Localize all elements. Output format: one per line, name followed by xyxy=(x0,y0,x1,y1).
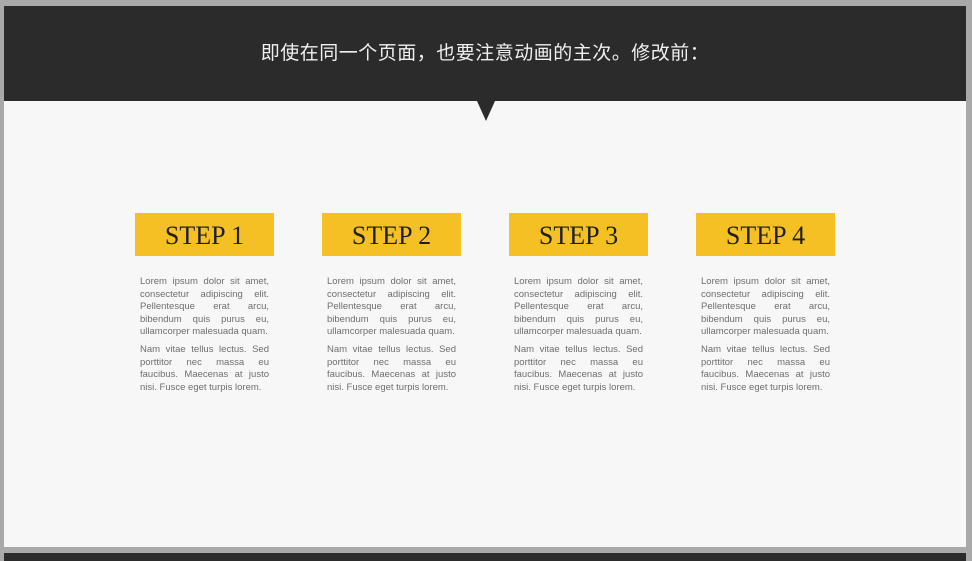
step-badge-1: STEP 1 xyxy=(135,213,274,256)
step-paragraph: Lorem ipsum dolor sit amet, consectetur … xyxy=(140,276,269,338)
step-paragraph: Lorem ipsum dolor sit amet, consectetur … xyxy=(327,276,456,338)
slide-canvas: 即使在同一个页面，也要注意动画的主次。修改前： STEP 1 Lorem ips… xyxy=(4,6,966,547)
step-description-4: Lorem ipsum dolor sit amet, consectetur … xyxy=(696,276,835,394)
step-paragraph: Lorem ipsum dolor sit amet, consectetur … xyxy=(701,276,830,338)
step-badge-4: STEP 4 xyxy=(696,213,835,256)
step-paragraph: Nam vitae tellus lectus. Sed porttitor n… xyxy=(701,343,830,393)
step-card-2: STEP 2 Lorem ipsum dolor sit amet, conse… xyxy=(322,213,461,399)
step-card-1: STEP 1 Lorem ipsum dolor sit amet, conse… xyxy=(135,213,274,399)
header-pointer-arrow xyxy=(477,101,495,121)
step-description-1: Lorem ipsum dolor sit amet, consectetur … xyxy=(135,276,274,394)
next-slide-edge xyxy=(4,553,966,561)
step-card-4: STEP 4 Lorem ipsum dolor sit amet, conse… xyxy=(696,213,835,399)
step-paragraph: Lorem ipsum dolor sit amet, consectetur … xyxy=(514,276,643,338)
step-badge-2: STEP 2 xyxy=(322,213,461,256)
step-paragraph: Nam vitae tellus lectus. Sed porttitor n… xyxy=(327,343,456,393)
header-banner: 即使在同一个页面，也要注意动画的主次。修改前： xyxy=(4,6,966,101)
step-paragraph: Nam vitae tellus lectus. Sed porttitor n… xyxy=(140,343,269,393)
step-description-3: Lorem ipsum dolor sit amet, consectetur … xyxy=(509,276,648,394)
step-description-2: Lorem ipsum dolor sit amet, consectetur … xyxy=(322,276,461,394)
step-card-3: STEP 3 Lorem ipsum dolor sit amet, conse… xyxy=(509,213,648,399)
step-badge-3: STEP 3 xyxy=(509,213,648,256)
page-title: 即使在同一个页面，也要注意动画的主次。修改前： xyxy=(260,42,710,64)
step-paragraph: Nam vitae tellus lectus. Sed porttitor n… xyxy=(514,343,643,393)
